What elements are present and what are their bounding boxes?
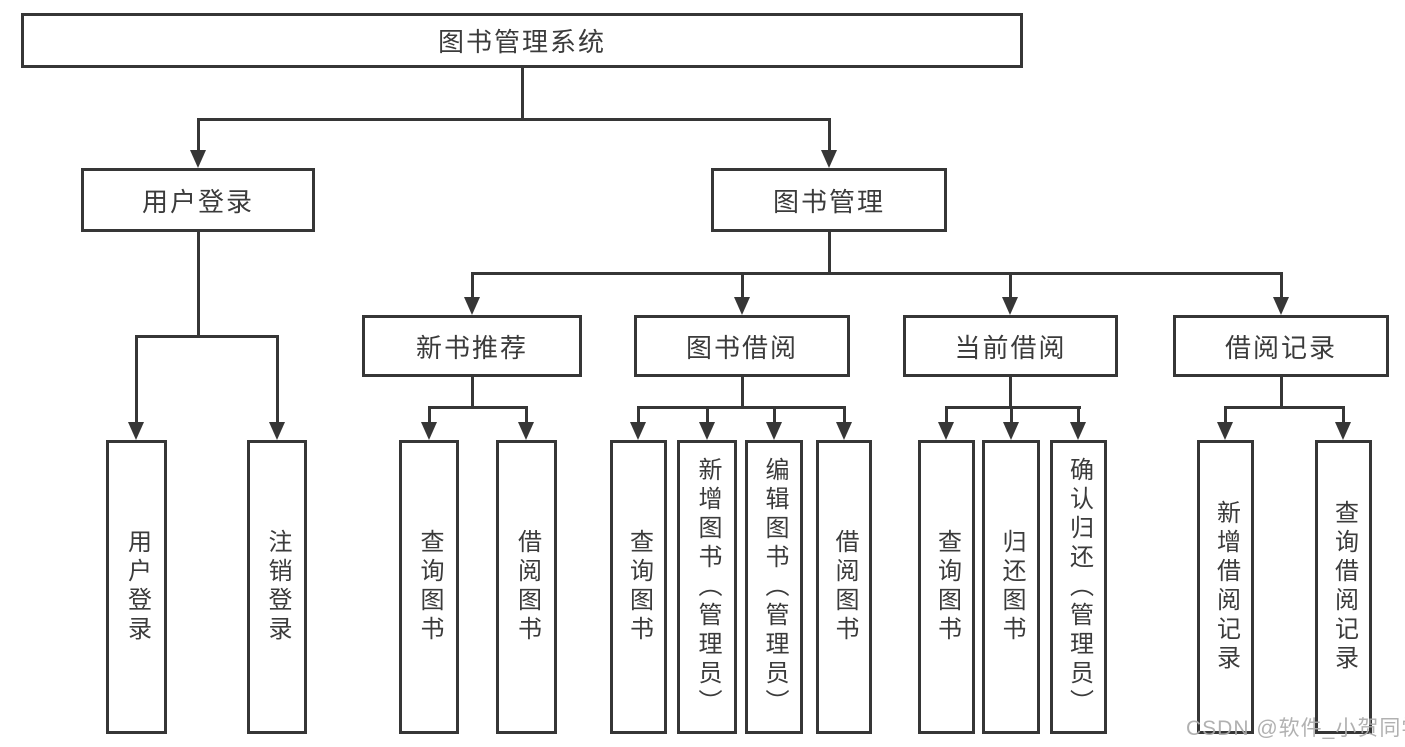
- arrow-down-icon: [630, 422, 646, 440]
- leaf-label: 查询图书: [933, 529, 961, 645]
- node-label: 当前借阅: [954, 332, 1067, 363]
- arrow-down-icon: [464, 297, 480, 315]
- leaf-return-book: 归还图书: [982, 440, 1040, 734]
- leaf-label: 用户登录: [123, 529, 151, 645]
- leaf-label: 编辑图书（管理员）: [761, 456, 788, 718]
- connector-line: [1077, 406, 1080, 422]
- arrow-down-icon: [269, 422, 285, 440]
- connector-line: [773, 406, 776, 422]
- csdn-watermark: CSDN @软件_小贺同学: [1186, 717, 1405, 740]
- arrow-down-icon: [1217, 422, 1233, 440]
- node-library-management-system: 图书管理系统: [21, 13, 1023, 68]
- node-label: 图书管理: [772, 186, 885, 217]
- connector-line: [828, 118, 831, 152]
- leaf-label: 归还图书: [998, 529, 1025, 645]
- leaf-label: 新增图书（管理员）: [694, 456, 721, 718]
- connector-line: [1224, 406, 1227, 422]
- arrow-down-icon: [836, 422, 852, 440]
- connector-line: [197, 232, 200, 335]
- connector-line: [276, 335, 279, 422]
- node-label: 新书推荐: [415, 332, 528, 363]
- leaf-query-books-current: 查询图书: [918, 440, 975, 734]
- leaf-query-books-recommendation: 查询图书: [399, 440, 459, 734]
- connector-line: [471, 272, 474, 297]
- leaf-add-borrow-record: 新增借阅记录: [1197, 440, 1254, 734]
- connector-line: [1010, 406, 1013, 422]
- connector-line: [1224, 406, 1345, 409]
- leaf-label: 查询借阅记录: [1330, 500, 1358, 674]
- arrow-down-icon: [518, 422, 534, 440]
- leaf-edit-book-admin: 编辑图书（管理员）: [745, 440, 803, 734]
- node-label: 图书管理系统: [437, 27, 606, 57]
- connector-line: [1280, 377, 1283, 406]
- arrow-down-icon: [128, 422, 144, 440]
- arrow-down-icon: [1070, 422, 1086, 440]
- arrow-down-icon: [1002, 297, 1018, 315]
- arrow-down-icon: [734, 297, 750, 315]
- leaf-borrow-books-recommendation: 借阅图书: [496, 440, 557, 734]
- leaf-logout: 注销登录: [247, 440, 307, 734]
- connector-line: [1280, 272, 1283, 297]
- node-book-borrowing: 图书借阅: [634, 315, 850, 377]
- connector-line: [135, 335, 279, 338]
- arrow-down-icon: [938, 422, 954, 440]
- leaf-label: 借阅图书: [831, 529, 858, 645]
- connector-line: [945, 406, 948, 422]
- connector-line: [843, 406, 846, 422]
- arrow-down-icon: [190, 150, 206, 168]
- connector-line: [945, 406, 1081, 409]
- connector-line: [1009, 377, 1012, 406]
- node-user-login: 用户登录: [81, 168, 315, 232]
- leaf-confirm-return-admin: 确认归还（管理员）: [1050, 440, 1107, 734]
- node-borrowing-records: 借阅记录: [1173, 315, 1389, 377]
- connector-line: [1009, 272, 1012, 297]
- arrow-down-icon: [821, 150, 837, 168]
- arrow-down-icon: [766, 422, 782, 440]
- connector-line: [471, 272, 1283, 275]
- connector-line: [471, 377, 474, 406]
- connector-line: [521, 68, 524, 118]
- leaf-query-books-borrowing: 查询图书: [610, 440, 667, 734]
- node-label: 图书借阅: [685, 332, 798, 363]
- connector-line: [741, 272, 744, 297]
- leaf-query-borrow-record: 查询借阅记录: [1315, 440, 1372, 734]
- node-current-borrowing: 当前借阅: [903, 315, 1118, 377]
- node-label: 用户登录: [141, 186, 254, 217]
- node-label: 借阅记录: [1224, 332, 1337, 363]
- connector-line: [428, 406, 528, 409]
- connector-line: [197, 118, 200, 152]
- arrow-down-icon: [421, 422, 437, 440]
- leaf-add-book-admin: 新增图书（管理员）: [677, 440, 737, 734]
- node-book-management: 图书管理: [711, 168, 947, 232]
- leaf-user-login: 用户登录: [106, 440, 167, 734]
- leaf-label: 确认归还（管理员）: [1065, 456, 1093, 718]
- arrow-down-icon: [1273, 297, 1289, 315]
- connector-line: [1342, 406, 1345, 422]
- arrow-down-icon: [1003, 422, 1019, 440]
- arrow-down-icon: [699, 422, 715, 440]
- leaf-label: 查询图书: [416, 529, 443, 645]
- connector-line: [637, 406, 846, 409]
- node-new-book-recommendation: 新书推荐: [362, 315, 582, 377]
- connector-line: [828, 232, 831, 272]
- connector-line: [428, 406, 431, 422]
- connector-line: [135, 335, 138, 422]
- leaf-label: 注销登录: [264, 529, 291, 645]
- arrow-down-icon: [1335, 422, 1351, 440]
- connector-line: [741, 377, 744, 406]
- leaf-label: 借阅图书: [513, 529, 541, 645]
- connector-line: [525, 406, 528, 422]
- connector-line: [197, 118, 831, 121]
- leaf-label: 查询图书: [625, 529, 653, 645]
- leaf-label: 新增借阅记录: [1212, 500, 1240, 674]
- connector-line: [637, 406, 640, 422]
- leaf-borrow-books: 借阅图书: [816, 440, 872, 734]
- connector-line: [706, 406, 709, 422]
